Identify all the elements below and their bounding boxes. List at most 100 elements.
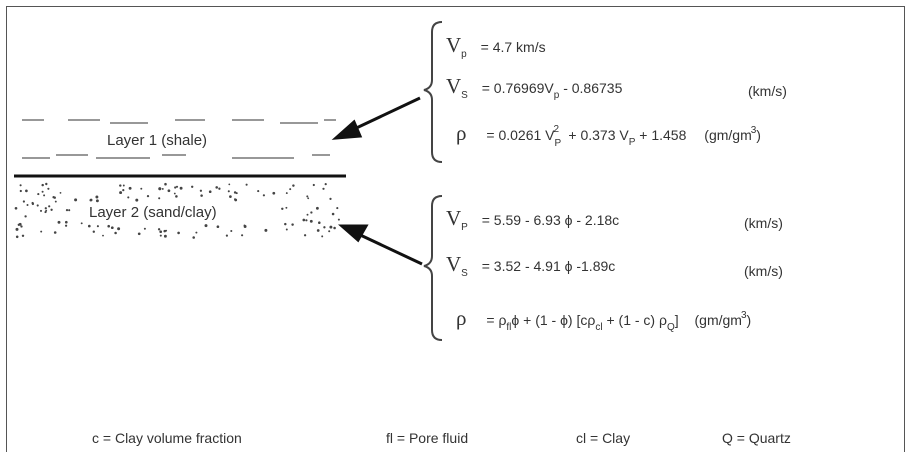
figure-frame xyxy=(6,6,905,452)
legend-cl: cl = Clay xyxy=(576,430,631,446)
sand-pattern xyxy=(14,182,340,239)
sand-dot xyxy=(74,198,78,202)
sand-dot xyxy=(245,183,248,186)
sand-dot xyxy=(200,194,203,197)
sand-dot xyxy=(110,226,114,230)
brace-top xyxy=(423,21,443,163)
sand-dot xyxy=(25,189,28,193)
sand-dot xyxy=(292,184,295,187)
sand-dot xyxy=(36,204,39,207)
sand-dot xyxy=(328,230,331,233)
sand-dot xyxy=(215,186,218,189)
sand-dot xyxy=(102,234,104,237)
sand-dot xyxy=(68,209,71,212)
sand-dot xyxy=(309,219,313,223)
sand-dot xyxy=(64,224,68,227)
sand-dot xyxy=(20,225,23,228)
sand-dot xyxy=(146,194,150,198)
sand-dot xyxy=(140,187,143,190)
sand-dot xyxy=(229,195,232,198)
sand-dot xyxy=(289,188,292,191)
sand-dot xyxy=(15,227,19,231)
sand-dot xyxy=(303,234,307,237)
arrow-bottom xyxy=(338,224,423,266)
sand-dot xyxy=(329,225,333,229)
sand-dot xyxy=(143,227,146,230)
sand-dot xyxy=(285,192,288,195)
sand-dot xyxy=(272,191,276,195)
sand-dot xyxy=(92,230,95,233)
sand-dot xyxy=(47,187,50,190)
sand-dot xyxy=(159,234,162,237)
sand-dot xyxy=(117,227,121,231)
sand-dot xyxy=(39,209,43,212)
sand-dot xyxy=(31,201,34,205)
sand-dot xyxy=(59,192,62,194)
sand-dot xyxy=(316,229,320,232)
eq2-vs-unit: (km/s) xyxy=(744,263,783,279)
sand-dot xyxy=(318,221,321,224)
sand-dot xyxy=(173,192,176,195)
sand-dot xyxy=(41,183,44,187)
legend-c: c = Clay volume fraction xyxy=(92,430,242,446)
sand-dot xyxy=(329,197,332,201)
sand-dot xyxy=(241,234,244,237)
sand-dot xyxy=(306,195,309,198)
sand-dot xyxy=(89,199,92,202)
sand-dot xyxy=(228,183,231,186)
sand-dot xyxy=(331,212,335,216)
sand-dot xyxy=(119,191,123,195)
sand-dot xyxy=(323,226,326,229)
sand-dot xyxy=(87,224,91,228)
sand-dot xyxy=(227,190,230,193)
sand-dot xyxy=(208,190,212,194)
sand-dot xyxy=(243,224,246,227)
sand-dot xyxy=(216,225,220,229)
sand-dot xyxy=(40,230,43,233)
sand-dot xyxy=(95,195,99,199)
eq2-vp: VP = 5.59 - 6.93 ϕ - 2.18c xyxy=(446,206,620,233)
sand-dot xyxy=(281,207,284,211)
sand-dot xyxy=(164,182,167,186)
sand-dot xyxy=(45,209,48,212)
layer2-label: Layer 2 (sand/clay) xyxy=(86,204,220,221)
sand-dot xyxy=(285,228,288,231)
sand-dot xyxy=(128,186,132,190)
sand-dot xyxy=(199,189,203,192)
sand-dot xyxy=(22,200,26,203)
sand-dot xyxy=(53,231,57,234)
legend-fl: fl = Pore fluid xyxy=(386,430,469,446)
sand-dot xyxy=(264,228,268,232)
sand-dot xyxy=(137,232,141,236)
sand-dot xyxy=(262,194,266,197)
sand-dot xyxy=(257,190,260,193)
sand-dot xyxy=(167,189,171,193)
sand-dot xyxy=(37,193,40,196)
sand-dot xyxy=(114,231,117,235)
sand-dot xyxy=(96,225,99,228)
sand-dot xyxy=(159,230,163,234)
sand-dot xyxy=(230,229,233,233)
brace-bottom xyxy=(423,195,443,341)
sand-dot xyxy=(53,196,56,199)
eq1-vs-unit: (km/s) xyxy=(748,83,787,99)
sand-dot xyxy=(306,213,309,216)
sand-dot xyxy=(284,222,287,226)
sand-dot xyxy=(41,190,44,193)
legend-q: Q = Quartz xyxy=(722,430,791,446)
sand-dot xyxy=(44,207,47,210)
eq2-vp-unit: (km/s) xyxy=(744,215,783,231)
sand-dot xyxy=(64,220,68,224)
sand-dot xyxy=(324,183,327,186)
sand-dot xyxy=(336,207,339,210)
sand-dot xyxy=(95,199,99,203)
sand-dot xyxy=(45,182,48,186)
eq1-vp: Vp = 4.7 km/s xyxy=(446,33,546,60)
sand-dot xyxy=(122,189,125,192)
sand-dot xyxy=(307,197,310,200)
sand-dot xyxy=(337,218,340,221)
sand-dot xyxy=(43,194,46,197)
sand-dot xyxy=(305,219,308,222)
